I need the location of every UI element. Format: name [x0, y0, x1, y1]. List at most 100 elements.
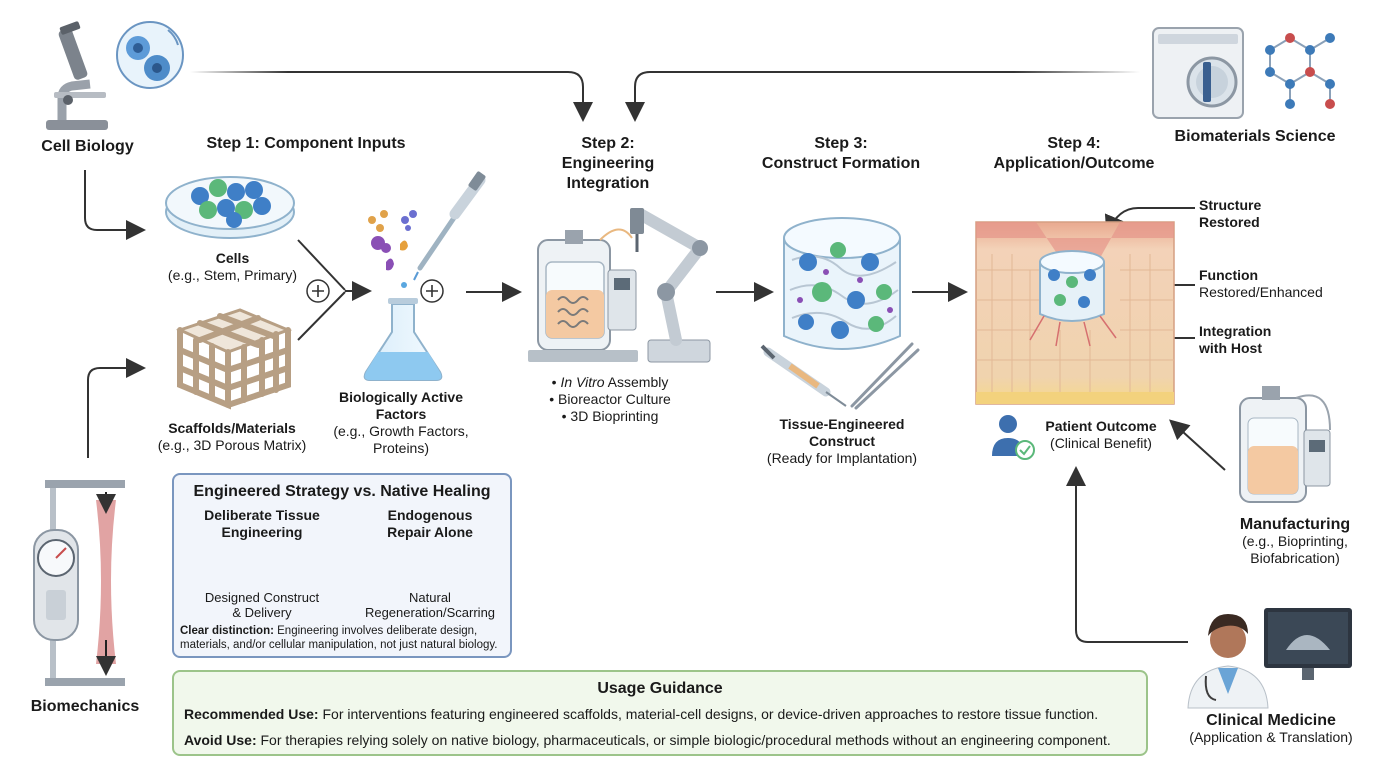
- strategy-title: Engineered Strategy vs. Native Healing: [193, 483, 491, 500]
- integration-line1: Integration: [1199, 323, 1272, 339]
- engineered-title-line2: Engineering: [221, 524, 303, 540]
- guidance-recommended: Recommended Use: For interventions featu…: [184, 706, 1139, 722]
- growth-factor-molecules-icon: [368, 210, 417, 271]
- cells-magnified-icon: [116, 21, 184, 89]
- guidance-avoid: Avoid Use: For therapies relying solely …: [184, 732, 1139, 748]
- clinical-title: Clinical Medicine: [1206, 712, 1336, 729]
- engineered-caption: Designed Construct & Delivery: [182, 590, 342, 620]
- manufacturing-sub2: Biofabrication): [1250, 550, 1340, 566]
- doctor-icon: [1187, 614, 1269, 709]
- step2-bullet1-italic: In Vitro: [560, 374, 605, 390]
- avoid-label: Avoid Use:: [184, 732, 257, 748]
- biomaterials-label: Biomaterials Science: [1174, 128, 1336, 145]
- step4-heading-line1: Step 4:: [1047, 135, 1101, 152]
- arrow-cellbio-to-cells: [84, 170, 146, 240]
- step2-heading: Step 2: Engineering Integration: [528, 134, 688, 194]
- function-line2: Restored/Enhanced: [1199, 284, 1323, 300]
- arrow-biomech-to-scaffolds: [87, 358, 146, 458]
- distinction-label: Clear distinction:: [180, 625, 274, 637]
- factors-sub2: Proteins): [372, 440, 430, 456]
- structure-restored-label: Structure Restored: [1199, 197, 1329, 231]
- step4-heading: Step 4: Application/Outcome: [978, 134, 1170, 174]
- step2-heading-line3: Integration: [566, 175, 650, 192]
- recommended-text: For interventions featuring engineered s…: [318, 706, 1099, 722]
- converge-line-bottom: [297, 291, 346, 341]
- step3-heading-line2: Construct Formation: [761, 155, 921, 172]
- scaffolds-title: Scaffolds/Materials: [168, 420, 296, 436]
- distinction-line2: materials, and/or cellular manipulation,…: [180, 639, 498, 651]
- bioreactor-icon: [528, 228, 638, 362]
- scaffolds-label: Scaffolds/Materials (e.g., 3D Porous Mat…: [142, 420, 322, 454]
- manufacturing-title: Manufacturing: [1239, 516, 1351, 533]
- step2-heading-line2: Engineering: [561, 155, 655, 172]
- biomechanics-label: Biomechanics: [30, 698, 140, 715]
- syringe-icon: [760, 344, 847, 407]
- cells-label: Cells (e.g., Stem, Primary): [150, 250, 315, 284]
- tweezers-icon: [850, 342, 920, 410]
- structure-line1: Structure: [1199, 197, 1262, 213]
- native-title-line1: Endogenous: [387, 507, 473, 523]
- petri-dish-icon: [165, 176, 295, 239]
- clinical-sub: (Application & Translation): [1189, 729, 1353, 745]
- native-caption-line2: Regeneration/Scarring: [364, 605, 496, 620]
- cells-title: Cells: [215, 250, 250, 266]
- step2-bullet1: • In Vitro Assembly: [551, 374, 669, 390]
- engineered-title-line1: Deliberate Tissue: [204, 507, 320, 523]
- patient-check-icon: [992, 415, 1035, 460]
- factors-title1: Biologically Active: [339, 389, 463, 405]
- step2-heading-line1: Step 2:: [581, 135, 635, 152]
- engineered-caption-line1: Designed Construct: [204, 590, 320, 605]
- step2-bullet3: • 3D Bioprinting: [561, 408, 659, 424]
- guidance-title: Usage Guidance: [597, 680, 723, 697]
- step3-heading-line1: Step 3:: [814, 135, 868, 152]
- distinction-note: Clear distinction: Engineering involves …: [180, 624, 510, 652]
- tissue-block-icon: [975, 221, 1175, 405]
- avoid-text: For therapies relying solely on native b…: [256, 732, 1111, 748]
- strategy-comparison-box: Engineered Strategy vs. Native Healing D…: [172, 473, 512, 658]
- manufacturing-label: Manufacturing (e.g., Bioprinting, Biofab…: [1220, 516, 1370, 567]
- patient-sub: (Clinical Benefit): [1050, 435, 1152, 451]
- factors-label: Biologically Active Factors (e.g., Growt…: [326, 389, 476, 457]
- integration-host-label: Integration with Host: [1199, 323, 1329, 357]
- step2-bullet2: • Bioreactor Culture: [549, 391, 671, 407]
- factors-sub1: (e.g., Growth Factors,: [333, 423, 469, 439]
- clinical-medicine-label: Clinical Medicine (Application & Transla…: [1176, 712, 1366, 746]
- construct-title1: Tissue-Engineered: [779, 416, 905, 432]
- native-caption-line1: Natural: [409, 590, 451, 605]
- patient-outcome-label: Patient Outcome (Clinical Benefit): [1036, 418, 1166, 452]
- arrow-biomaterials-to-step2: [625, 71, 1140, 122]
- plus-icon: [306, 279, 330, 303]
- plus-icon: [420, 279, 444, 303]
- step2-bullet3-text: 3D Bioprinting: [570, 408, 659, 424]
- step2-bullet1-rest: Assembly: [604, 374, 669, 390]
- cells-sub: (e.g., Stem, Primary): [167, 267, 298, 283]
- converge-line-top: [297, 239, 346, 291]
- scaffolds-sub: (e.g., 3D Porous Matrix): [157, 437, 307, 453]
- native-title-line2: Repair Alone: [387, 524, 473, 540]
- step3-heading: Step 3: Construct Formation: [750, 134, 932, 174]
- arrow-manufacturing-to-outcome: [1169, 419, 1226, 471]
- native-title: Endogenous Repair Alone: [350, 507, 510, 541]
- construct-sub: (Ready for Implantation): [766, 450, 918, 466]
- tensile-tester-icon: [33, 480, 125, 686]
- arrow-cellbio-to-step2: [190, 71, 593, 122]
- flask-icon: [363, 298, 443, 381]
- step2-bullet2-text: Bioreactor Culture: [557, 391, 671, 407]
- bioreactor-icon: [1239, 386, 1331, 503]
- scaffold-icon: [175, 308, 293, 410]
- molecule-icon: [1265, 33, 1335, 109]
- structure-line2: Restored: [1199, 214, 1260, 230]
- step4-heading-line2: Application/Outcome: [993, 155, 1155, 172]
- pipette-icon: [401, 171, 486, 288]
- construct-label: Tissue-Engineered Construct (Ready for I…: [752, 416, 932, 467]
- cell-biology-label: Cell Biology: [41, 138, 134, 155]
- robot-arm-icon: [630, 208, 711, 363]
- distinction-text1: Engineering involves deliberate design,: [273, 625, 478, 637]
- ultrasound-monitor-icon: [1264, 608, 1352, 680]
- manufacturing-sub1: (e.g., Bioprinting,: [1242, 533, 1348, 549]
- function-line1: Function: [1199, 267, 1259, 283]
- patient-title: Patient Outcome: [1045, 418, 1157, 434]
- factors-title2: Factors: [375, 406, 427, 422]
- incubator-icon: [1152, 27, 1244, 119]
